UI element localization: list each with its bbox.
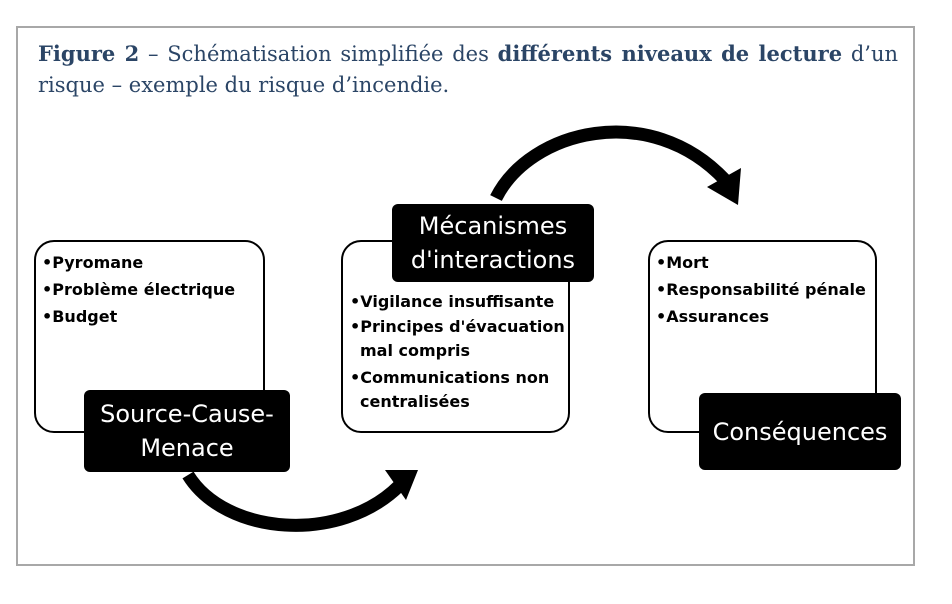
list-item: •Assurances (656, 307, 769, 326)
mechanisms-label-line2: d'interactions (410, 246, 576, 274)
source-items: •Pyromane •Problème électrique •Budget (42, 249, 262, 330)
list-item: •Vigilance insuffisante (350, 292, 555, 311)
caption-text-2: d’un risque – exemple du risque d’incend… (38, 42, 898, 97)
list-item: •Pyromane (42, 253, 144, 272)
caption-bold-text: différents niveaux de lecture (497, 41, 843, 66)
mechanisms-items: •Vigilance insuffisante •Principes d'éva… (350, 288, 565, 417)
consequences-label: Conséquences (699, 393, 901, 470)
source-label: Source-Cause- Menace (84, 390, 290, 472)
consequences-items: •Mort •Responsabilité pénale •Assurances (656, 249, 874, 330)
figure-number: Figure 2 (38, 41, 140, 66)
list-item: •Principes d'évacuation mal compris (350, 317, 565, 360)
source-label-line1: Source-Cause- (100, 400, 274, 428)
consequences-label-text: Conséquences (712, 417, 888, 446)
list-item: •Mort (656, 253, 709, 272)
caption-text-1: Schématisation simplifiée des (167, 42, 498, 66)
list-item: •Communications non centralisées (350, 368, 550, 411)
arrow-head-1 (385, 470, 418, 500)
mechanisms-label: Mécanismes d'interactions (392, 204, 594, 282)
list-item: •Budget (42, 307, 118, 326)
list-item: •Responsabilité pénale (656, 280, 866, 299)
arrow-mechanisms-to-consequences (490, 125, 730, 202)
arrow-source-to-mechanisms (182, 471, 405, 532)
mechanisms-label-line1: Mécanismes (418, 212, 568, 240)
source-label-line2: Menace (140, 434, 234, 462)
caption-dash: – (139, 42, 168, 66)
list-item: •Problème électrique (42, 280, 236, 299)
arrow-head-2 (707, 168, 741, 205)
figure-caption: Figure 2 – Schématisation simplifiée des… (38, 38, 898, 101)
